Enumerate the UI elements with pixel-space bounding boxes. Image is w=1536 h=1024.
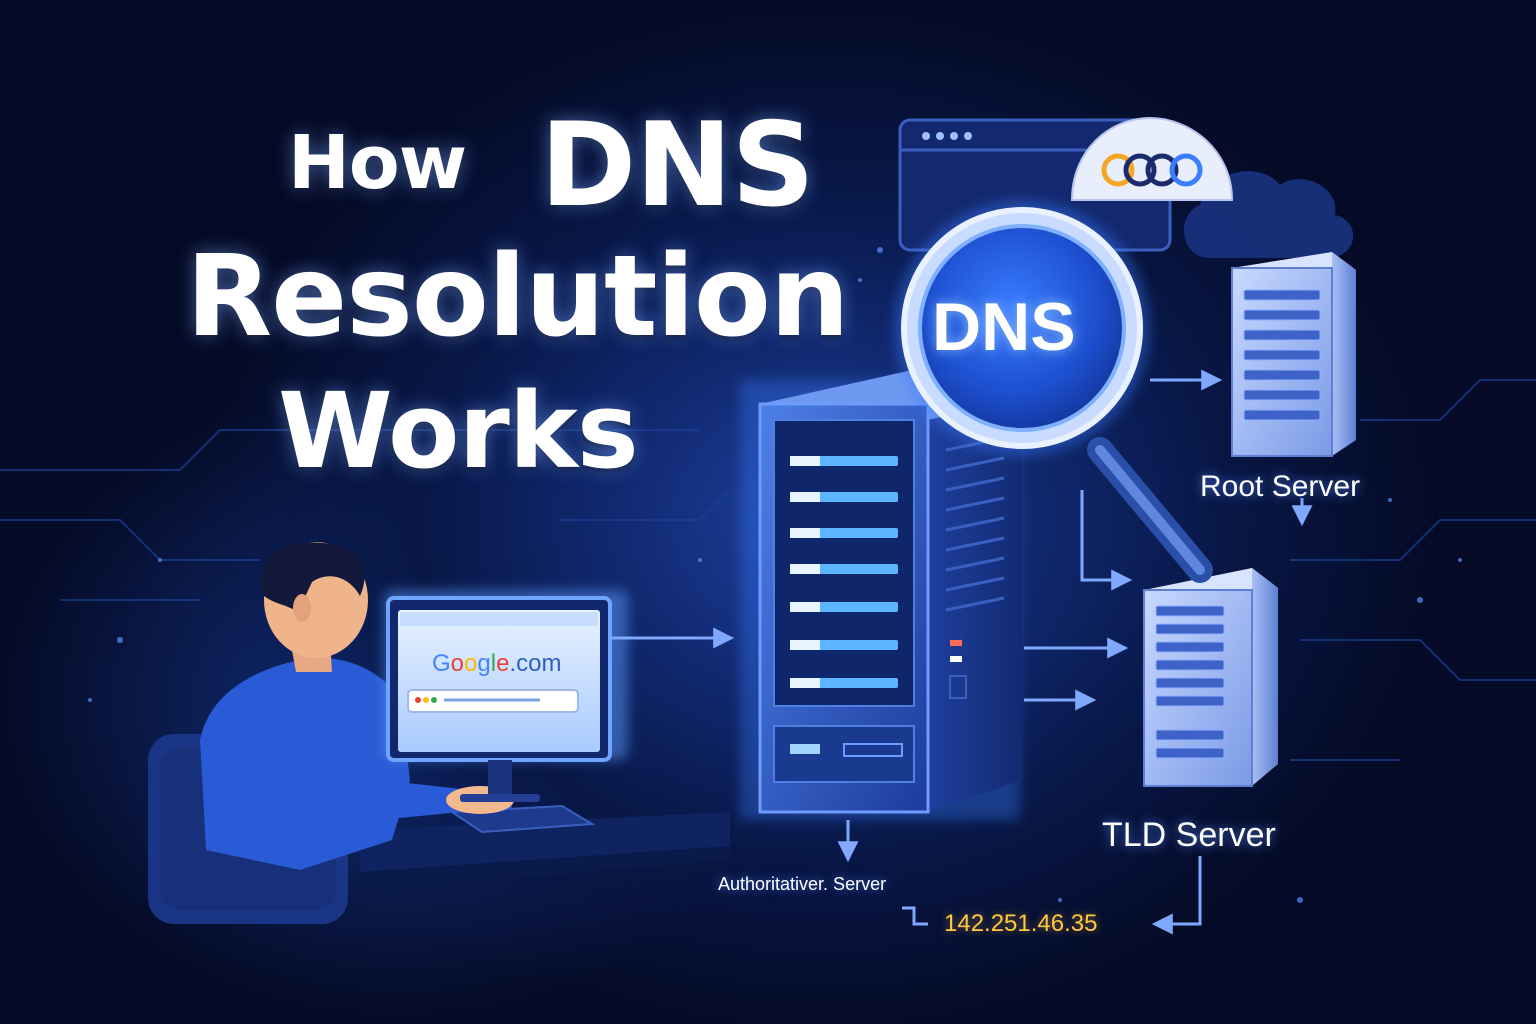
arrow-icon [1151,856,1202,935]
url-char: c [516,650,529,677]
url-char: o [450,650,465,677]
tld-server-icon [1143,568,1278,787]
title-how: How [288,120,467,206]
url-char: l [490,650,497,677]
url-char: m [541,650,562,677]
arrow-icon [1080,490,1133,591]
url-char: o [464,650,478,677]
sparkle-dots [88,247,1462,903]
url-char: g [477,650,491,677]
circuit-lines [0,379,1536,761]
magnifier-icon [894,200,1213,583]
title-resolution: Resolution [186,232,850,362]
url-char: . [509,650,517,677]
magnifier-dns-label: DNS [932,289,1076,365]
server-tower-icon [740,366,1022,820]
url-char: o [528,650,542,677]
monitor-icon [384,590,628,802]
ip-address-label: 142.251.46.35 [944,910,1098,937]
title-dns: DNS [540,98,815,233]
url-char: G [432,650,451,677]
cloud-icon [1070,116,1354,258]
url-char: e [496,650,510,677]
person-icon [200,542,514,870]
root-server-label: Root Server [1200,470,1361,503]
flow-arrows [612,369,1313,935]
tld-server-label: TLD Server [1102,816,1276,854]
desk-icon [360,804,730,890]
browser-url-label: Google.com [432,650,561,678]
title-works: Works [278,370,639,492]
root-server-icon [1231,252,1356,457]
authoritative-server-label: Authoritativer. Server [718,874,887,894]
